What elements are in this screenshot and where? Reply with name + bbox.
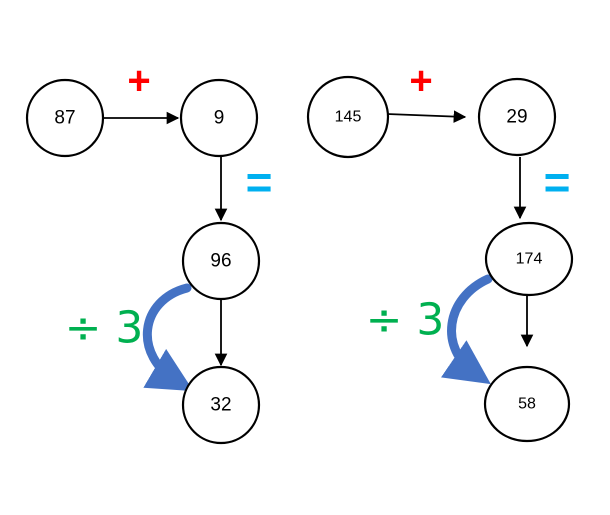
- left-equals-sign: =: [246, 156, 273, 208]
- left-node-addend: 9: [179, 78, 259, 158]
- right-node-addend: 29: [477, 77, 557, 157]
- left-node-start: 87: [25, 78, 105, 158]
- right-node-addend-label: 29: [506, 107, 527, 128]
- left-node-start-label: 87: [54, 108, 75, 129]
- right-equals-sign: =: [544, 156, 571, 208]
- right-node-start-label: 145: [335, 109, 362, 126]
- left-flow: 87 9 96 32 + = ÷ 3: [25, 59, 273, 445]
- right-plus-sign: +: [409, 59, 432, 103]
- left-plus-sign: +: [127, 59, 150, 103]
- right-arrow-start-to-addend: [386, 110, 467, 123]
- right-divide-label: ÷ 3: [366, 295, 445, 346]
- right-node-sum-label: 174: [516, 251, 543, 268]
- left-node-addend-label: 9: [214, 108, 225, 129]
- right-node-start: 145: [306, 75, 390, 159]
- right-node-result-label: 58: [518, 396, 536, 413]
- left-node-result-label: 32: [210, 395, 231, 416]
- left-node-sum-label: 96: [210, 251, 231, 272]
- right-node-sum: 174: [484, 221, 574, 297]
- right-flow: 145 29 174 58 + = ÷ 3: [306, 59, 574, 443]
- left-node-sum: 96: [181, 221, 261, 301]
- left-divide-label: ÷ 3: [65, 303, 144, 354]
- right-node-result: 58: [483, 365, 571, 443]
- right-curved-divide-arrow: [441, 274, 493, 385]
- left-curved-divide-arrow: [142, 283, 194, 392]
- left-node-result: 32: [181, 365, 261, 445]
